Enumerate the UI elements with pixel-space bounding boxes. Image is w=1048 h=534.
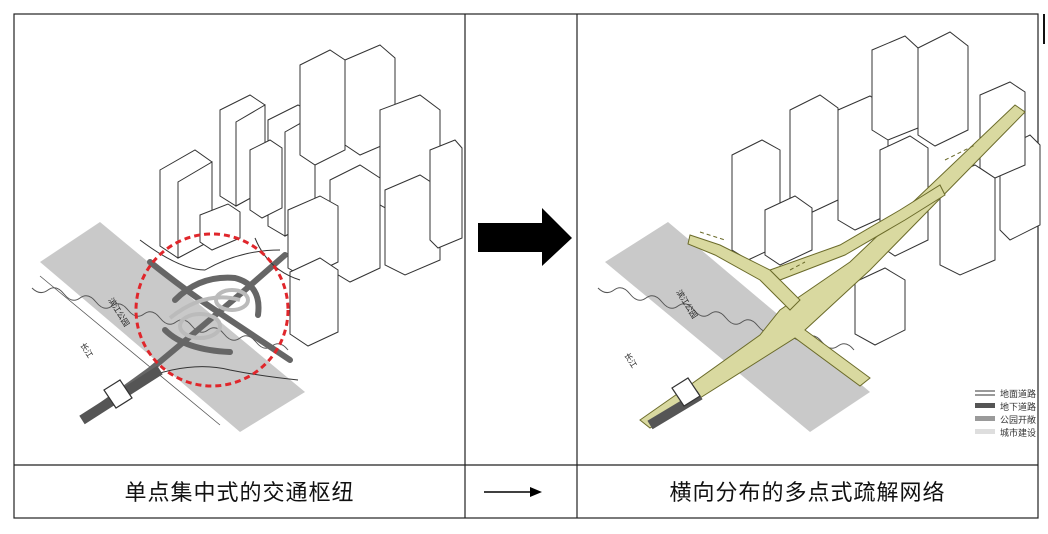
label-river-right: 长江 — [622, 351, 639, 370]
thin-right-arrow-icon — [484, 487, 542, 497]
left-panel-illustration: 滨江公园 长江 — [31, 44, 463, 432]
river-edge — [31, 287, 289, 351]
legend-item-underground-road: 地下道路 — [975, 401, 1036, 413]
table-grid — [13, 13, 1039, 519]
svg-text:城市建设: 城市建设 — [1000, 427, 1036, 439]
right-caption: 横向分布的多点式疏解网络 — [669, 481, 946, 506]
label-river-left: 长江 — [78, 341, 95, 360]
park-area-right — [605, 222, 870, 432]
bold-right-arrow-icon — [478, 208, 572, 266]
edge-mark — [1043, 14, 1045, 44]
svg-text:地面道路: 地面道路 — [1000, 388, 1036, 400]
legend-item-urban: 城市建设 — [975, 427, 1036, 439]
left-caption: 单点集中式的交通枢纽 — [124, 481, 355, 506]
right-panel-illustration: 滨江公园 长江 地面道路 地下道路 公园开敞 — [597, 31, 1041, 439]
highlight-circle — [134, 232, 290, 388]
legend: 地面道路 地下道路 公园开敞 城市建设 — [975, 388, 1036, 439]
svg-text:公园开敞: 公园开敞 — [1000, 414, 1036, 426]
buildings — [159, 44, 463, 347]
svg-text:地下道路: 地下道路 — [1000, 401, 1036, 413]
tunnel-portal — [103, 379, 133, 409]
middle-panel — [478, 208, 572, 497]
legend-item-surface-road: 地面道路 — [975, 388, 1036, 400]
buildings-right — [731, 31, 1041, 346]
park-area — [40, 222, 305, 432]
legend-item-park: 公园开敞 — [975, 414, 1036, 426]
tunnel-portal-right — [671, 377, 701, 407]
